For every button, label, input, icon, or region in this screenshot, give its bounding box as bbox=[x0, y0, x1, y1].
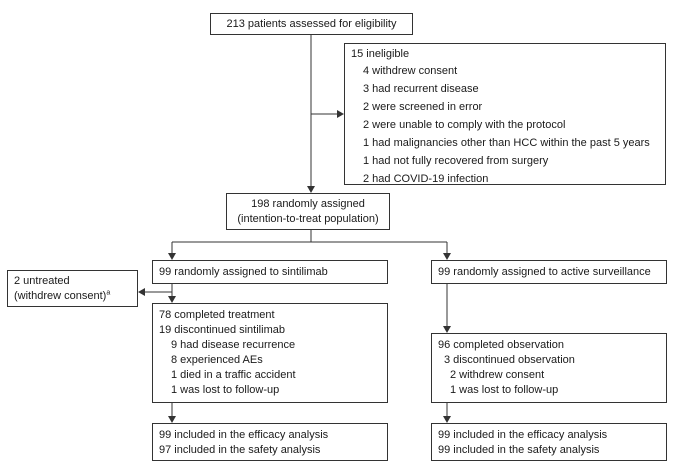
untreated-footnote: a bbox=[106, 289, 111, 297]
ineligible-box: 15 ineligible 4 withdrew consent 3 had r… bbox=[344, 43, 666, 185]
untreated-line2: (withdrew consent) bbox=[14, 290, 107, 302]
untreated-box: 2 untreated (withdrew consent)a bbox=[7, 270, 138, 307]
discontinuation-reason: 2 withdrew consent bbox=[450, 369, 545, 381]
surveillance-analysis-box: 99 included in the efficacy analysis 99 … bbox=[431, 423, 667, 461]
surveillance-observation-box: 96 completed observation 3 discontinued … bbox=[431, 333, 667, 403]
discontinuation-reason: 9 had disease recurrence bbox=[171, 339, 296, 351]
sintilimab-treatment-box: 78 completed treatment 19 discontinued s… bbox=[152, 303, 388, 403]
sintilimab-discontinued: 19 discontinued sintilimab bbox=[159, 324, 285, 336]
surveillance-assigned-box: 99 randomly assigned to active surveilla… bbox=[431, 260, 667, 284]
discontinuation-reason: 1 died in a traffic accident bbox=[171, 369, 296, 381]
sintilimab-assigned-box: 99 randomly assigned to sintilimab bbox=[152, 260, 388, 284]
sintilimab-completed: 78 completed treatment bbox=[159, 309, 275, 321]
untreated-line1: 2 untreated bbox=[14, 275, 70, 287]
sintilimab-assigned-text: 99 randomly assigned to sintilimab bbox=[159, 266, 328, 278]
surveillance-safety: 99 included in the safety analysis bbox=[438, 444, 600, 456]
ineligible-reason: 2 were unable to comply with the protoco… bbox=[363, 119, 566, 131]
surveillance-discontinued: 3 discontinued observation bbox=[444, 354, 575, 366]
randomization-line1: 198 randomly assigned bbox=[251, 198, 365, 210]
screening-box: 213 patients assessed for eligibility bbox=[210, 13, 413, 35]
ineligible-reason: 1 had not fully recovered from surgery bbox=[363, 155, 549, 167]
ineligible-reason: 2 had COVID-19 infection bbox=[363, 173, 489, 185]
ineligible-reason: 3 had recurrent disease bbox=[363, 83, 479, 95]
sintilimab-efficacy: 99 included in the efficacy analysis bbox=[159, 429, 329, 441]
assessed-text: 213 patients assessed for eligibility bbox=[226, 18, 397, 30]
randomization-line2: (intention-to-treat population) bbox=[237, 213, 379, 225]
sintilimab-analysis-box: 99 included in the efficacy analysis 97 … bbox=[152, 423, 388, 461]
discontinuation-reason: 1 was lost to follow-up bbox=[171, 384, 280, 396]
surveillance-assigned-text: 99 randomly assigned to active surveilla… bbox=[438, 266, 651, 278]
ineligible-reason: 4 withdrew consent bbox=[363, 65, 458, 77]
discontinuation-reason: 1 was lost to follow-up bbox=[450, 384, 559, 396]
ineligible-reason: 2 were screened in error bbox=[363, 101, 483, 113]
surveillance-completed: 96 completed observation bbox=[438, 339, 564, 351]
discontinuation-reason: 8 experienced AEs bbox=[171, 354, 263, 366]
ineligible-title: 15 ineligible bbox=[351, 48, 410, 60]
randomization-box: 198 randomly assigned (intention-to-trea… bbox=[226, 193, 390, 230]
sintilimab-safety: 97 included in the safety analysis bbox=[159, 444, 321, 456]
surveillance-efficacy: 99 included in the efficacy analysis bbox=[438, 429, 608, 441]
ineligible-reason: 1 had malignancies other than HCC within… bbox=[363, 137, 650, 149]
